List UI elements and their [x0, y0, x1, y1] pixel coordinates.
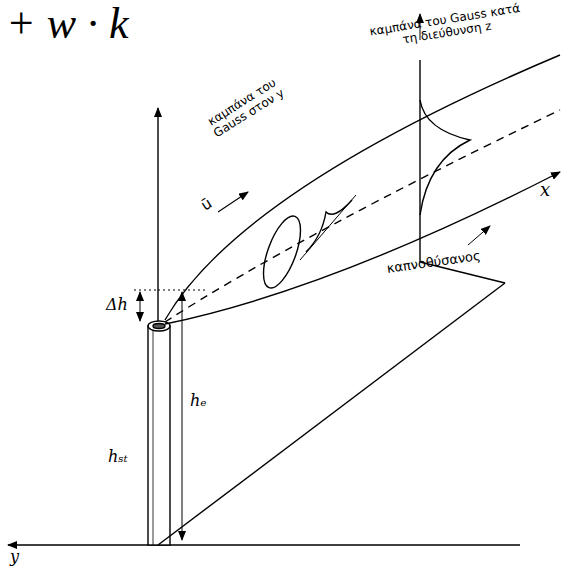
x-axis-label: x: [540, 180, 550, 200]
gauss-y: [306, 200, 352, 252]
plume-label: καπνοθύσανος: [386, 249, 481, 276]
dh-dimension: [140, 292, 141, 321]
plume-upper: [165, 55, 560, 320]
section-line: [419, 60, 420, 262]
ground-projection: [158, 283, 505, 545]
he-label: hₑ: [190, 392, 207, 410]
delta-h-label: Δh: [106, 296, 128, 314]
wind-speed: ū: [198, 195, 215, 214]
gauss-z-label: καμπάνα του Gauss κατά τη διεύθυνση z: [360, 0, 532, 53]
plume-leader: [468, 226, 490, 245]
plume-lower-x-axis: [165, 172, 560, 324]
hst-label: hₛₜ: [108, 448, 128, 466]
gauss-z: [420, 100, 470, 215]
stack: [148, 326, 170, 545]
gauss-y-label: καμπάνα του Gauss στον y: [192, 68, 299, 149]
he-dimension: [182, 292, 183, 540]
y-axis-label: y: [10, 548, 19, 566]
plume-centerline: [165, 110, 560, 322]
stack-top: [148, 321, 170, 331]
wind-arrow: [218, 192, 248, 212]
y-axis: [8, 544, 520, 545]
formula-fragment: + w · k: [6, 0, 129, 48]
plume-cross-section: [256, 212, 308, 293]
he-level: [158, 290, 205, 291]
